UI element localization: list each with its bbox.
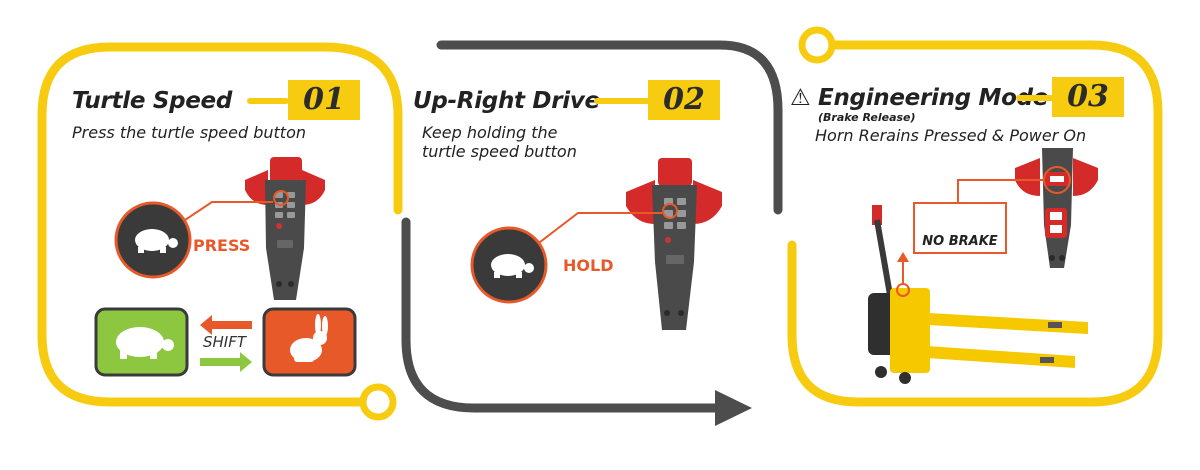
step-3-note: (Brake Release) — [818, 111, 916, 124]
step-2-title-bar — [594, 98, 650, 104]
turtle-icon — [470, 226, 548, 304]
step-2-description-line-1: Keep holding the — [422, 123, 558, 142]
panel-3-connector-ring — [798, 26, 836, 64]
step-3-title-row: ⚠ Engineering Mode — [790, 85, 1048, 111]
panel-1-connector-ring — [359, 383, 397, 421]
step-1-number-badge: 01 — [288, 80, 360, 120]
step-1-description: Press the turtle speed button — [72, 123, 307, 142]
step-2-title: Up-Right Drive — [413, 88, 600, 114]
shift-label: SHIFT — [203, 333, 247, 351]
shift-right-arrow — [200, 352, 252, 372]
step-3-title: Engineering Mode — [818, 85, 1049, 111]
step-2-number-badge: 02 — [648, 80, 720, 120]
step-3-title-bar — [1016, 95, 1056, 101]
no-brake-label-box: NO BRAKE — [913, 202, 1007, 254]
rabbit-icon — [290, 314, 328, 362]
no-brake-label: NO BRAKE — [922, 234, 998, 249]
arrow-right-icon — [715, 390, 752, 426]
turtle-icon — [116, 327, 174, 359]
step-3-number-badge: 03 — [1052, 77, 1124, 117]
warning-triangle-icon: ⚠ — [790, 85, 811, 111]
step-2-action-label: HOLD — [563, 256, 614, 275]
step-1-title-bar — [247, 98, 289, 104]
flow-line-top-2 — [436, 40, 783, 215]
step-3-description: Horn Rerains Pressed & Power On — [815, 126, 1087, 145]
panel-1-border — [37, 42, 403, 407]
step-1-action-label: PRESS — [193, 236, 251, 255]
turtle-icon — [114, 201, 192, 279]
step-2-description-line-2: turtle speed button — [422, 142, 577, 161]
remote-control-1 — [245, 157, 325, 300]
remote-control-3 — [1015, 148, 1098, 268]
flow-line-1-to-2 — [401, 217, 727, 413]
panel-3-border — [787, 40, 1163, 407]
remote-control-2 — [626, 158, 722, 330]
step-1-title: Turtle Speed — [72, 88, 233, 114]
shift-left-arrow — [200, 315, 252, 335]
pallet-truck — [868, 205, 1088, 384]
